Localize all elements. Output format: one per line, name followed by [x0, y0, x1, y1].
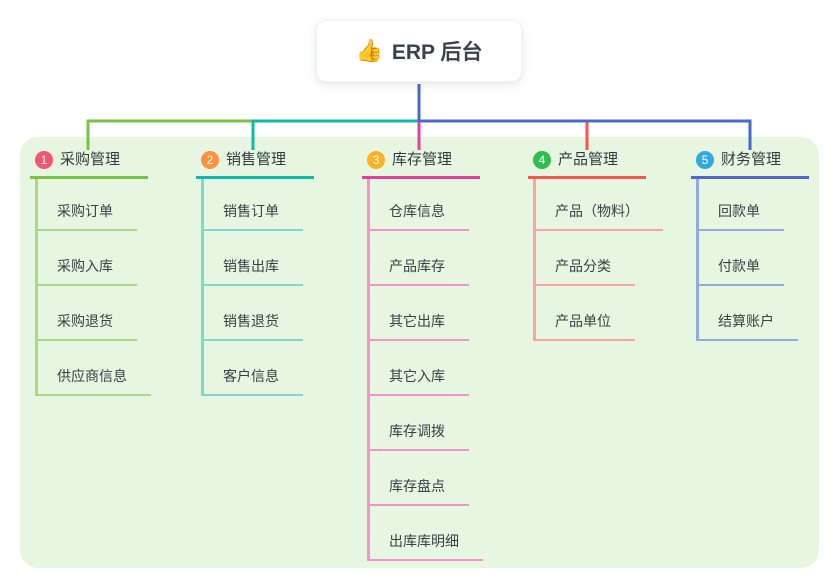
- node-outbound-detail[interactable]: 出库库明细: [367, 531, 483, 561]
- branch-trunk-line: [696, 179, 699, 341]
- group-panel: [20, 137, 819, 568]
- node-stock-transfer[interactable]: 库存调拨: [367, 421, 469, 451]
- root-label: ERP 后台: [391, 41, 483, 64]
- node-product-material[interactable]: 产品（物料）: [533, 201, 663, 231]
- branch-sales: 2 销售管理 销售订单 销售出库 销售退货 客户信息: [196, 150, 314, 396]
- branch-label: 产品管理: [558, 151, 619, 168]
- node-sales-return[interactable]: 销售退货: [201, 311, 303, 341]
- thumbs-up-icon: 👍: [355, 38, 383, 63]
- branch-trunk-line: [201, 179, 204, 396]
- branch-product: 4 产品管理 产品（物料） 产品分类 产品单位: [528, 150, 663, 341]
- branch-trunk-line: [533, 179, 536, 341]
- branch-number-badge: 3: [367, 151, 385, 169]
- branch-purchase: 1 采购管理 采购订单 采购入库 采购退货 供应商信息: [30, 150, 151, 396]
- node-sales-order[interactable]: 销售订单: [201, 201, 303, 231]
- branch-header-finance[interactable]: 5 财务管理: [691, 150, 809, 179]
- node-other-outbound[interactable]: 其它出库: [367, 311, 469, 341]
- branch-header-inventory[interactable]: 3 库存管理: [362, 150, 480, 179]
- node-purchase-order[interactable]: 采购订单: [35, 201, 137, 231]
- branch-trunk-line: [367, 179, 370, 561]
- root-node[interactable]: 👍 ERP 后台: [316, 20, 522, 82]
- branch-number-badge: 4: [533, 151, 551, 169]
- branch-label: 采购管理: [60, 151, 121, 168]
- branch-number-badge: 2: [201, 151, 219, 169]
- node-customer-info[interactable]: 客户信息: [201, 366, 303, 396]
- node-purchase-inbound[interactable]: 采购入库: [35, 256, 137, 286]
- branch-label: 财务管理: [721, 151, 782, 168]
- node-other-inbound[interactable]: 其它入库: [367, 366, 469, 396]
- node-settlement-account[interactable]: 结算账户: [696, 311, 798, 341]
- branch-finance: 5 财务管理 回款单 付款单 结算账户: [691, 150, 809, 341]
- node-payment-order[interactable]: 付款单: [696, 256, 784, 286]
- branch-label: 库存管理: [392, 151, 453, 168]
- node-supplier-info[interactable]: 供应商信息: [35, 366, 151, 396]
- branch-header-sales[interactable]: 2 销售管理: [196, 150, 314, 179]
- branch-trunk-line: [35, 179, 38, 396]
- node-product-category[interactable]: 产品分类: [533, 256, 635, 286]
- node-receipt-order[interactable]: 回款单: [696, 201, 784, 231]
- branch-inventory: 3 库存管理 仓库信息 产品库存 其它出库 其它入库 库存调拨 库存盘点 出库库…: [362, 150, 483, 561]
- branch-header-purchase[interactable]: 1 采购管理: [30, 150, 148, 179]
- node-purchase-return[interactable]: 采购退货: [35, 311, 137, 341]
- branch-number-badge: 1: [35, 151, 53, 169]
- branch-header-product[interactable]: 4 产品管理: [528, 150, 646, 179]
- node-sales-outbound[interactable]: 销售出库: [201, 256, 303, 286]
- branch-label: 销售管理: [226, 151, 287, 168]
- node-warehouse-info[interactable]: 仓库信息: [367, 201, 469, 231]
- branch-number-badge: 5: [696, 151, 714, 169]
- node-product-stock[interactable]: 产品库存: [367, 256, 469, 286]
- node-product-unit[interactable]: 产品单位: [533, 311, 635, 341]
- node-stock-count[interactable]: 库存盘点: [367, 476, 469, 506]
